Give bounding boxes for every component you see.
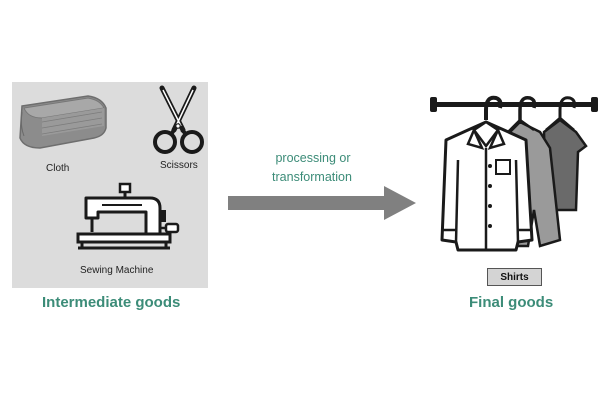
sewing-machine-icon: [76, 182, 180, 250]
shirts-tag: Shirts: [487, 268, 542, 286]
scissors-label: Scissors: [160, 160, 198, 171]
folded-cloth-icon: [19, 95, 107, 149]
process-label-line2: transformation: [272, 170, 352, 184]
process-label-line1: processing or: [275, 151, 351, 165]
scissors-icon: [153, 85, 204, 154]
processing-arrow: [228, 186, 416, 220]
sewing-machine-label: Sewing Machine: [80, 265, 154, 276]
shirts-on-hangers-icon: [430, 95, 598, 252]
intermediate-goods-caption: Intermediate goods: [42, 294, 181, 311]
cloth-label: Cloth: [46, 163, 70, 174]
final-goods-caption: Final goods: [469, 294, 554, 311]
